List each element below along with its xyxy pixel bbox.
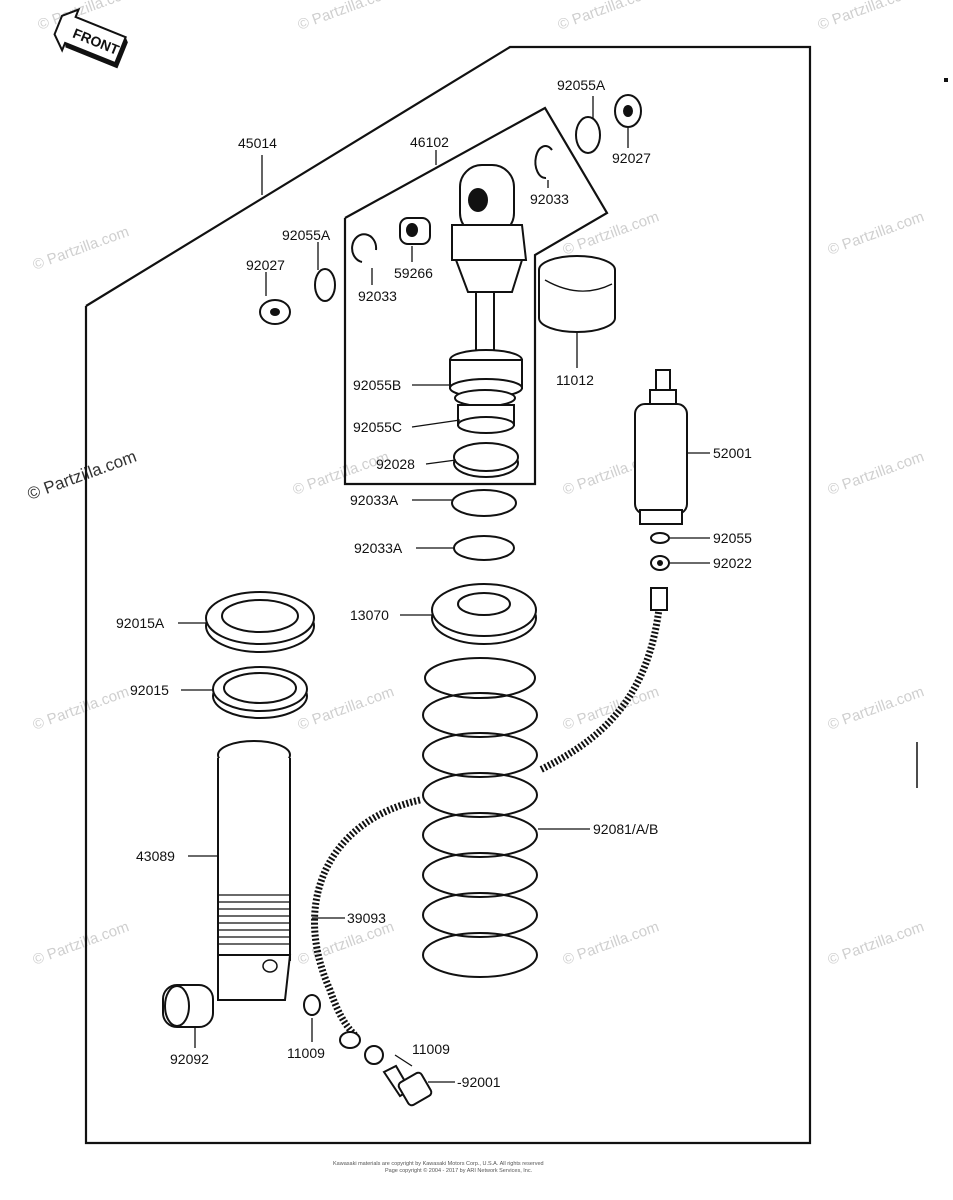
part-43089[interactable] [217, 740, 292, 1001]
label-92055c: 92055C [353, 419, 402, 435]
edge-mark [944, 78, 948, 82]
label-11009-right: 11009 [412, 1041, 450, 1057]
label-43089: 43089 [136, 848, 175, 864]
watermark: © Partzilla.com [826, 918, 927, 969]
watermark: © Partzilla.com [31, 683, 132, 734]
label-92022: 92022 [713, 555, 752, 571]
part-92033-left[interactable] [351, 233, 378, 263]
watermark: © Partzilla.com [561, 918, 662, 969]
part-13070[interactable] [431, 583, 537, 645]
part-labels: 45014 46102 92055A 92027 92033 92055A 92… [116, 77, 752, 1090]
leader-lines [178, 96, 710, 1083]
part-39093-hose[interactable] [311, 599, 664, 1038]
label-39093: 39093 [347, 910, 386, 926]
watermark: © Partzilla.com [31, 223, 132, 274]
part-92092[interactable] [162, 984, 214, 1028]
label-59266: 59266 [394, 265, 433, 281]
watermark: © Partzilla.com [31, 918, 132, 969]
part-92001-bolt[interactable] [382, 1064, 433, 1107]
label-92081: 92081/A/B [593, 821, 658, 837]
part-92055a-left[interactable] [314, 268, 336, 302]
part-92055c[interactable] [457, 404, 515, 434]
footer-copyright-1: Kawasaki materials are copyright by Kawa… [333, 1161, 544, 1167]
label-13070: 13070 [350, 607, 389, 623]
part-46102-shock-body[interactable] [449, 164, 528, 398]
label-92055b: 92055B [353, 377, 401, 393]
watermark: © Partzilla.com [826, 683, 927, 734]
hose-fitting [339, 587, 668, 1049]
label-46102: 46102 [410, 134, 449, 150]
part-92081-spring[interactable] [422, 657, 538, 978]
label-92001: -92001 [457, 1074, 501, 1090]
label-92055a-top: 92055A [557, 77, 606, 93]
label-92027-left: 92027 [246, 257, 285, 273]
part-92027-left[interactable] [259, 299, 291, 325]
part-11009-right[interactable] [364, 1045, 384, 1065]
watermark: © Partzilla.com [296, 0, 397, 34]
part-11012[interactable] [538, 255, 616, 333]
label-92027-top: 92027 [612, 150, 651, 166]
label-92015: 92015 [130, 682, 169, 698]
part-92015a[interactable] [205, 591, 315, 653]
part-92033a-2[interactable] [453, 535, 515, 561]
part-92015[interactable] [212, 666, 308, 719]
footer-copyright-2: Page copyright © 2004 - 2017 by ARI Netw… [385, 1167, 533, 1174]
label-92033a-1: 92033A [350, 492, 399, 508]
watermark: © Partzilla.com [826, 208, 927, 259]
label-11012: 11012 [556, 372, 594, 388]
subassembly-frame [343, 106, 609, 486]
part-92028[interactable] [453, 442, 519, 478]
assembly-frame [84, 45, 812, 1145]
watermark: © Partzilla.com [296, 683, 397, 734]
watermark: © Partzilla.com [561, 208, 662, 259]
part-92055b[interactable] [454, 389, 516, 407]
part-92055[interactable] [650, 532, 670, 544]
label-92092: 92092 [170, 1051, 209, 1067]
label-92015a: 92015A [116, 615, 165, 631]
watermark-large: © Partzilla.com [25, 447, 139, 504]
part-11009-left[interactable] [303, 994, 321, 1016]
watermark: © Partzilla.com [556, 0, 657, 34]
part-92033a-1[interactable] [451, 489, 517, 517]
label-45014: 45014 [238, 135, 277, 151]
label-92028: 92028 [376, 456, 415, 472]
part-92055a-top[interactable] [575, 116, 601, 154]
watermark: © Partzilla.com [826, 448, 927, 499]
label-92055: 92055 [713, 530, 752, 546]
part-59266[interactable] [399, 217, 431, 245]
label-92033a-2: 92033A [354, 540, 403, 556]
label-92033-left: 92033 [358, 288, 397, 304]
part-92033-top[interactable] [534, 145, 553, 180]
part-52001[interactable] [634, 369, 688, 525]
part-92027-top[interactable] [614, 94, 642, 128]
label-92033-top: 92033 [530, 191, 569, 207]
label-52001: 52001 [713, 445, 752, 461]
watermark: © Partzilla.com [561, 683, 662, 734]
part-92022[interactable] [650, 555, 670, 571]
watermark: © Partzilla.com [816, 0, 917, 34]
label-92055a-left: 92055A [282, 227, 331, 243]
label-11009-left: 11009 [287, 1045, 325, 1061]
